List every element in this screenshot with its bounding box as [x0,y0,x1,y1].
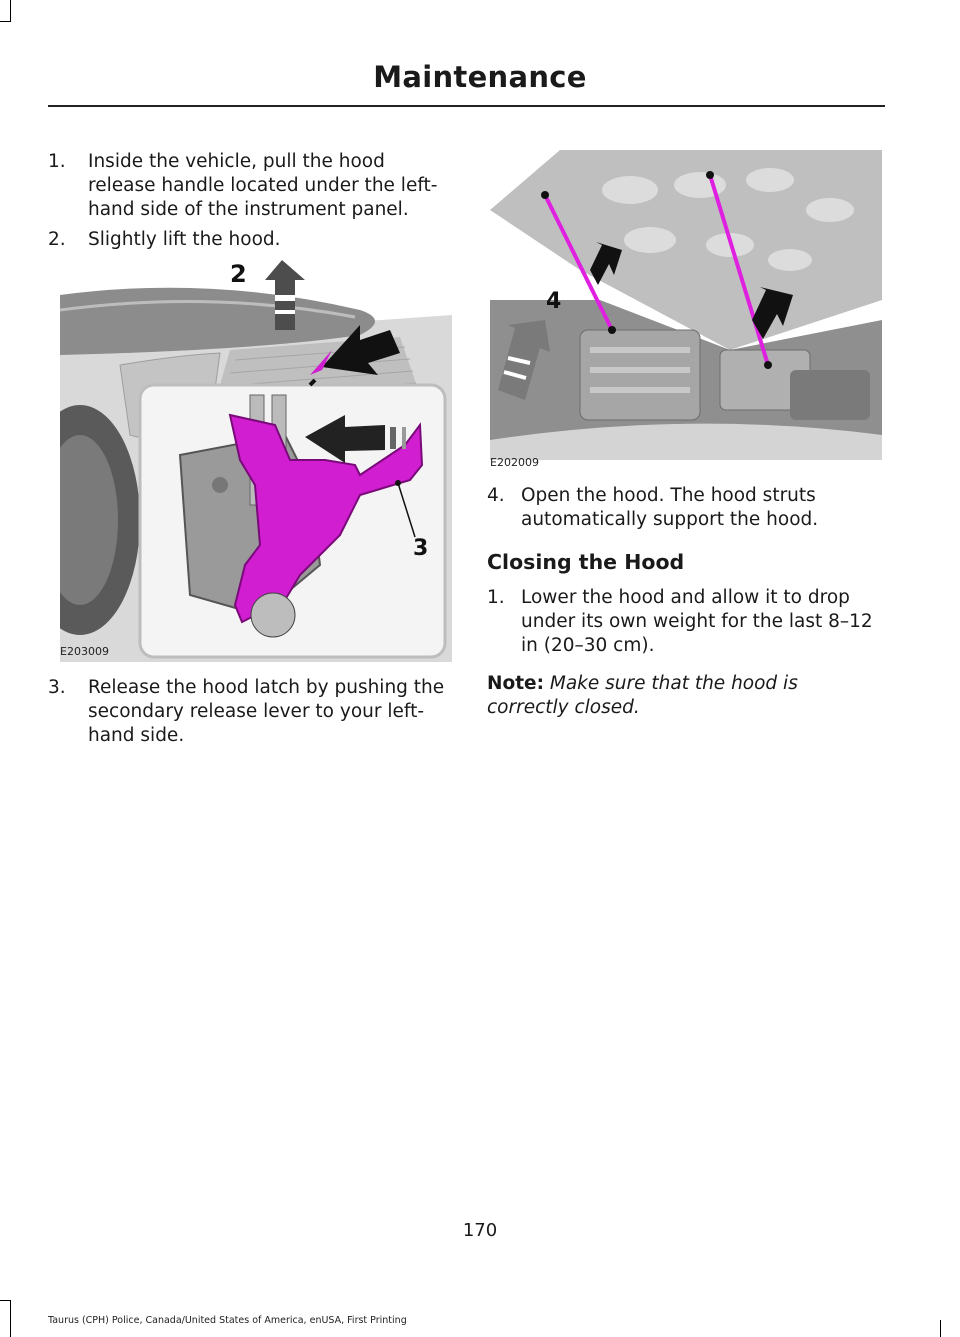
right-text: 4. Open the hood. The hood struts automa… [487,484,882,720]
figure-id: E203009 [60,645,109,658]
note-label: Note: [487,673,544,694]
step-number: 3. [48,677,66,698]
crop-mark [10,1300,11,1337]
hood-struts-illustration: 4 E202009 [490,150,882,472]
step-text: Open the hood. The hood struts automatic… [521,485,819,530]
crop-mark [10,0,11,22]
hood-latch-illustration: 2 3 E203009 [60,255,452,662]
step-1: 1. Inside the vehicle, pull the hood rel… [48,150,453,222]
hood-latch-drawing [60,255,452,662]
crop-mark [0,21,11,22]
page-number: 170 [462,1220,498,1241]
section-heading: Closing the Hood [487,550,685,574]
figure-callouts: 2 3 [230,260,428,561]
note-text: Make sure that the hood is correctly clo… [487,673,798,718]
figure-callouts: 4 [546,289,561,314]
step-number: 4. [487,485,505,506]
step-4: 4. Open the hood. The hood struts automa… [487,484,882,532]
step-text: Inside the vehicle, pull the hood releas… [88,151,438,220]
crop-mark [940,1320,941,1337]
step-number: 2. [48,229,66,250]
crop-mark [0,1300,11,1301]
callout-4: 4 [546,289,561,314]
figure-id: E202009 [490,456,539,469]
step-2: 2. Slightly lift the hood. [48,228,453,252]
footer-text: Taurus (CPH) Police, Canada/United State… [48,1315,407,1326]
note: Note: Make sure that the hood is correct… [487,672,882,720]
left-steps-top: 1. Inside the vehicle, pull the hood rel… [48,150,453,258]
callout-3: 3 [413,536,428,561]
step-text: Slightly lift the hood. [88,229,281,250]
step-3: 3. Release the hood latch by pushing the… [48,676,453,748]
closing-step-1: 1. Lower the hood and allow it to drop u… [487,586,882,658]
step-text: Release the hood latch by pushing the se… [88,677,445,746]
step-text: Lower the hood and allow it to drop unde… [521,587,873,656]
step-number: 1. [487,587,505,608]
callout-2: 2 [230,260,247,288]
left-steps-bottom: 3. Release the hood latch by pushing the… [48,676,453,754]
header-rule [48,105,885,107]
hood-struts-drawing [490,150,882,472]
step-number: 1. [48,151,66,172]
page-title: Maintenance [373,60,587,94]
